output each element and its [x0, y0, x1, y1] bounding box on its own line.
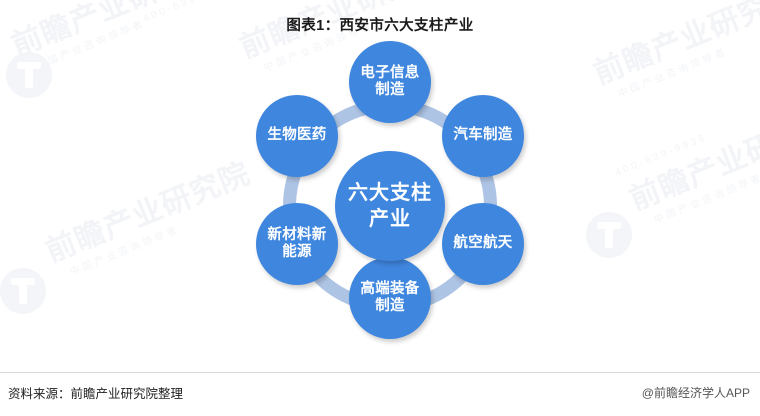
watermark-tagline: 中国产业咨询领导者 — [34, 18, 148, 73]
watermark-phone: 400-639-9936 — [613, 131, 709, 179]
industry-node-label: 高端装备制造 — [360, 280, 420, 314]
industry-node-electronic-information-manufacturing[interactable]: 电子信息制造 — [349, 41, 431, 123]
industry-node-aerospace[interactable]: 航空航天 — [442, 203, 524, 285]
industry-node-label: 航空航天 — [453, 235, 513, 252]
watermark-text: 前瞻产业研究院 中国产业咨询领导者 — [41, 156, 261, 284]
watermark-tagline: 中国产业咨询领导者 — [652, 172, 760, 227]
watermark-text: 前瞻产业研究院 中国产业咨询领导者 — [7, 0, 227, 78]
center-hub-node[interactable]: 六大支柱产业 — [335, 151, 445, 261]
page-title: 图表1：西安市六大支柱产业 — [286, 18, 474, 34]
watermark-logo-icon — [0, 268, 46, 314]
pillar-industries-diagram: 电子信息制造 汽车制造 航空航天 高端装备制造 新材料新能源 生物医药 六大支柱… — [230, 41, 550, 366]
watermark-logo-icon — [586, 212, 632, 258]
watermark-text: 400-639-9936 — [600, 130, 709, 184]
industry-node-label: 电子信息制造 — [360, 64, 420, 98]
footer-divider — [0, 372, 760, 373]
source-note: 资料来源：前瞻产业研究院整理 — [8, 387, 184, 401]
watermark-brand: 前瞻产业研究院 — [625, 104, 760, 217]
industry-node-label: 新材料新能源 — [267, 226, 327, 260]
center-hub-label: 六大支柱产业 — [348, 182, 432, 230]
industry-node-label: 汽车制造 — [453, 127, 513, 144]
industry-node-automobile-manufacturing[interactable]: 汽车制造 — [442, 95, 524, 177]
industry-node-new-materials-new-energy[interactable]: 新材料新能源 — [256, 203, 338, 285]
app-credit: @前瞻经济学人APP — [641, 386, 750, 400]
industry-node-label: 生物医药 — [267, 127, 327, 144]
watermark-text: 前瞻产业研究院 中国产业咨询领导者 — [625, 104, 760, 232]
watermark-brand: 前瞻产业研究院 — [41, 156, 255, 269]
industry-node-biomedicine[interactable]: 生物医药 — [256, 95, 338, 177]
watermark-logo-icon — [6, 52, 52, 98]
industry-node-high-end-equipment-manufacturing[interactable]: 高端装备制造 — [349, 257, 431, 339]
